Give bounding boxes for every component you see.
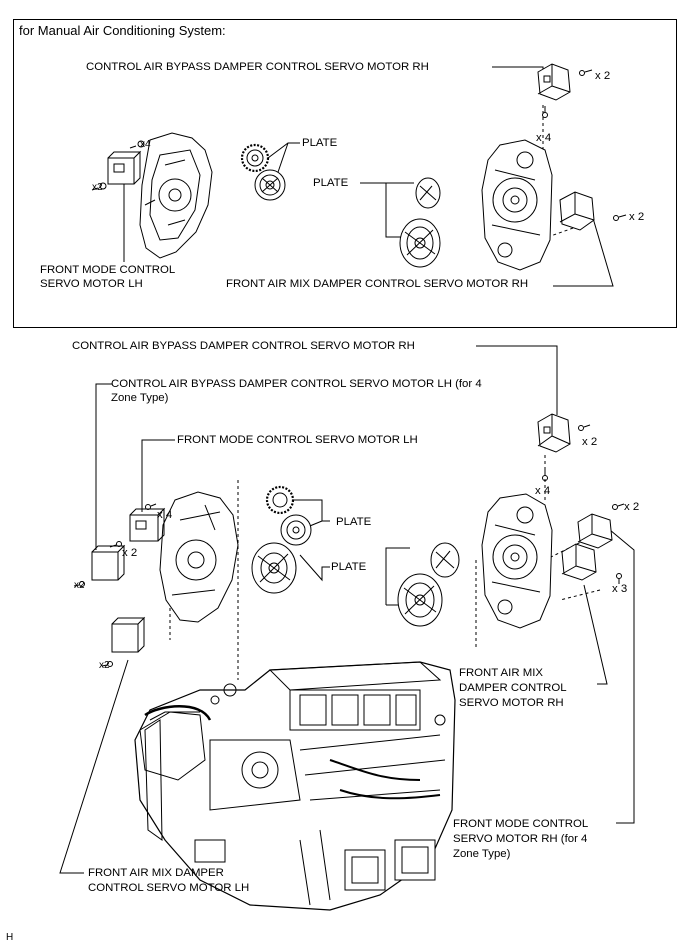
- upper-label-front-mode-lh-line1: FRONT MODE CONTROL: [40, 264, 176, 276]
- upper-label-bypass-motor-rh: CONTROL AIR BYPASS DAMPER CONTROL SERVO …: [86, 61, 429, 73]
- upper-label-plate-2: PLATE: [313, 177, 349, 189]
- upper-right-housing: [481, 139, 553, 271]
- lower-label-plate-2: PLATE: [331, 561, 367, 573]
- upper-label-air-mix-motor-rh: FRONT AIR MIX DAMPER CONTROL SERVO MOTOR…: [226, 278, 529, 290]
- lower-qty-x4-left: x 4: [157, 509, 173, 521]
- lower-motors-rh: [561, 503, 625, 584]
- lower-label-plate-1: PLATE: [336, 516, 372, 528]
- lower-label-air-mix-lh-line2: CONTROL SERVO MOTOR LH: [88, 882, 250, 894]
- lower-leader-lines: [59, 345, 635, 874]
- upper-label-plate-1: PLATE: [302, 137, 338, 149]
- lower-qty-x2-b: x 2: [624, 501, 640, 513]
- lower-label-bypass-motor-lh-line1: CONTROL AIR BYPASS DAMPER CONTROL SERVO …: [111, 378, 482, 390]
- upper-airmix-motor-rh: [559, 191, 627, 231]
- manual-ac-inset-frame: [13, 19, 677, 328]
- upper-bypass-motor-rh: [537, 63, 593, 118]
- upper-left-housing: [91, 132, 213, 259]
- lower-plate-discs: [397, 542, 460, 627]
- lower-qty-x2-far-left: x2: [74, 580, 85, 591]
- lower-right-housing: [481, 493, 553, 629]
- lower-qty-x2-lower-left: x2: [99, 660, 110, 671]
- lower-label-bypass-motor-rh: CONTROL AIR BYPASS DAMPER CONTROL SERVO …: [72, 340, 415, 352]
- lower-label-front-mode-lh: FRONT MODE CONTROL SERVO MOTOR LH: [177, 434, 418, 446]
- upper-label-front-mode-lh-line2: SERVO MOTOR LH: [40, 278, 143, 290]
- lower-label-air-mix-rh-line2: DAMPER CONTROL: [459, 682, 567, 694]
- lower-qty-x4: x 4: [535, 485, 551, 497]
- lower-bypass-motor-rh: [537, 413, 591, 481]
- lower-left-housing: [73, 491, 239, 667]
- lower-qty-x3: x 3: [612, 583, 628, 595]
- upper-plate-discs: [399, 177, 441, 268]
- footer-code: H: [6, 932, 14, 943]
- upper-qty-x2-b: x 2: [629, 211, 645, 223]
- lower-label-front-mode-rh-line1: FRONT MODE CONTROL: [453, 818, 589, 830]
- upper-qty-x2-a: x 2: [595, 70, 611, 82]
- lower-label-air-mix-rh-line1: FRONT AIR MIX: [459, 667, 543, 679]
- upper-plate-gears: [240, 143, 286, 201]
- lower-plate-gears: [251, 485, 312, 594]
- lower-label-front-mode-rh-line2: SERVO MOTOR RH (for 4: [453, 833, 588, 845]
- upper-qty-x4-a: x 4: [536, 132, 552, 144]
- hvac-unit-body: [134, 661, 456, 911]
- section-title: for Manual Air Conditioning System:: [19, 23, 226, 38]
- lower-label-air-mix-lh-line1: FRONT AIR MIX DAMPER: [88, 867, 224, 879]
- lower-qty-x2-left: x 2: [122, 547, 138, 559]
- lower-label-bypass-motor-lh-line2: Zone Type): [111, 392, 169, 404]
- upper-qty-x2-left: x2: [92, 182, 103, 193]
- lower-label-air-mix-rh-line3: SERVO MOTOR RH: [459, 697, 564, 709]
- upper-qty-x4-left: x4: [140, 139, 151, 150]
- lower-qty-x2-a: x 2: [582, 436, 598, 448]
- lower-label-front-mode-rh-line3: Zone Type): [453, 848, 511, 860]
